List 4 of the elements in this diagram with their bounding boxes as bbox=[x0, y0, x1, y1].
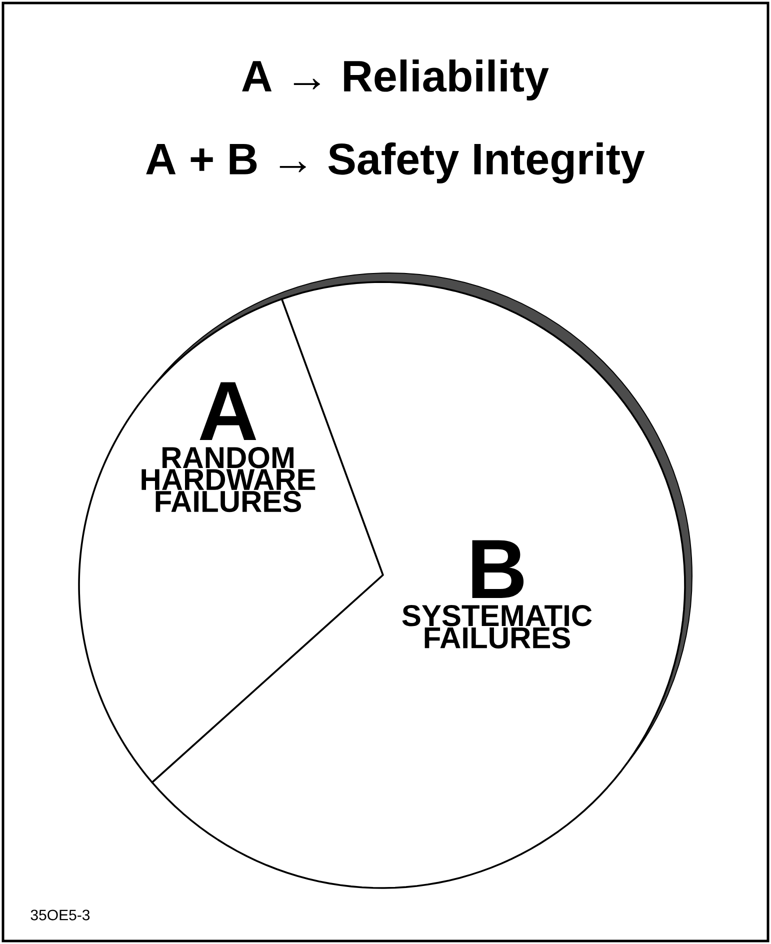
pie-slice: A RANDOM HARDWARE FAILURES bbox=[78, 298, 384, 784]
heading-text: A + B → Safety Integrity bbox=[146, 142, 645, 184]
heading-text: A → Reliability bbox=[242, 60, 549, 100]
footer-code: 35OE5-3 bbox=[30, 910, 90, 920]
